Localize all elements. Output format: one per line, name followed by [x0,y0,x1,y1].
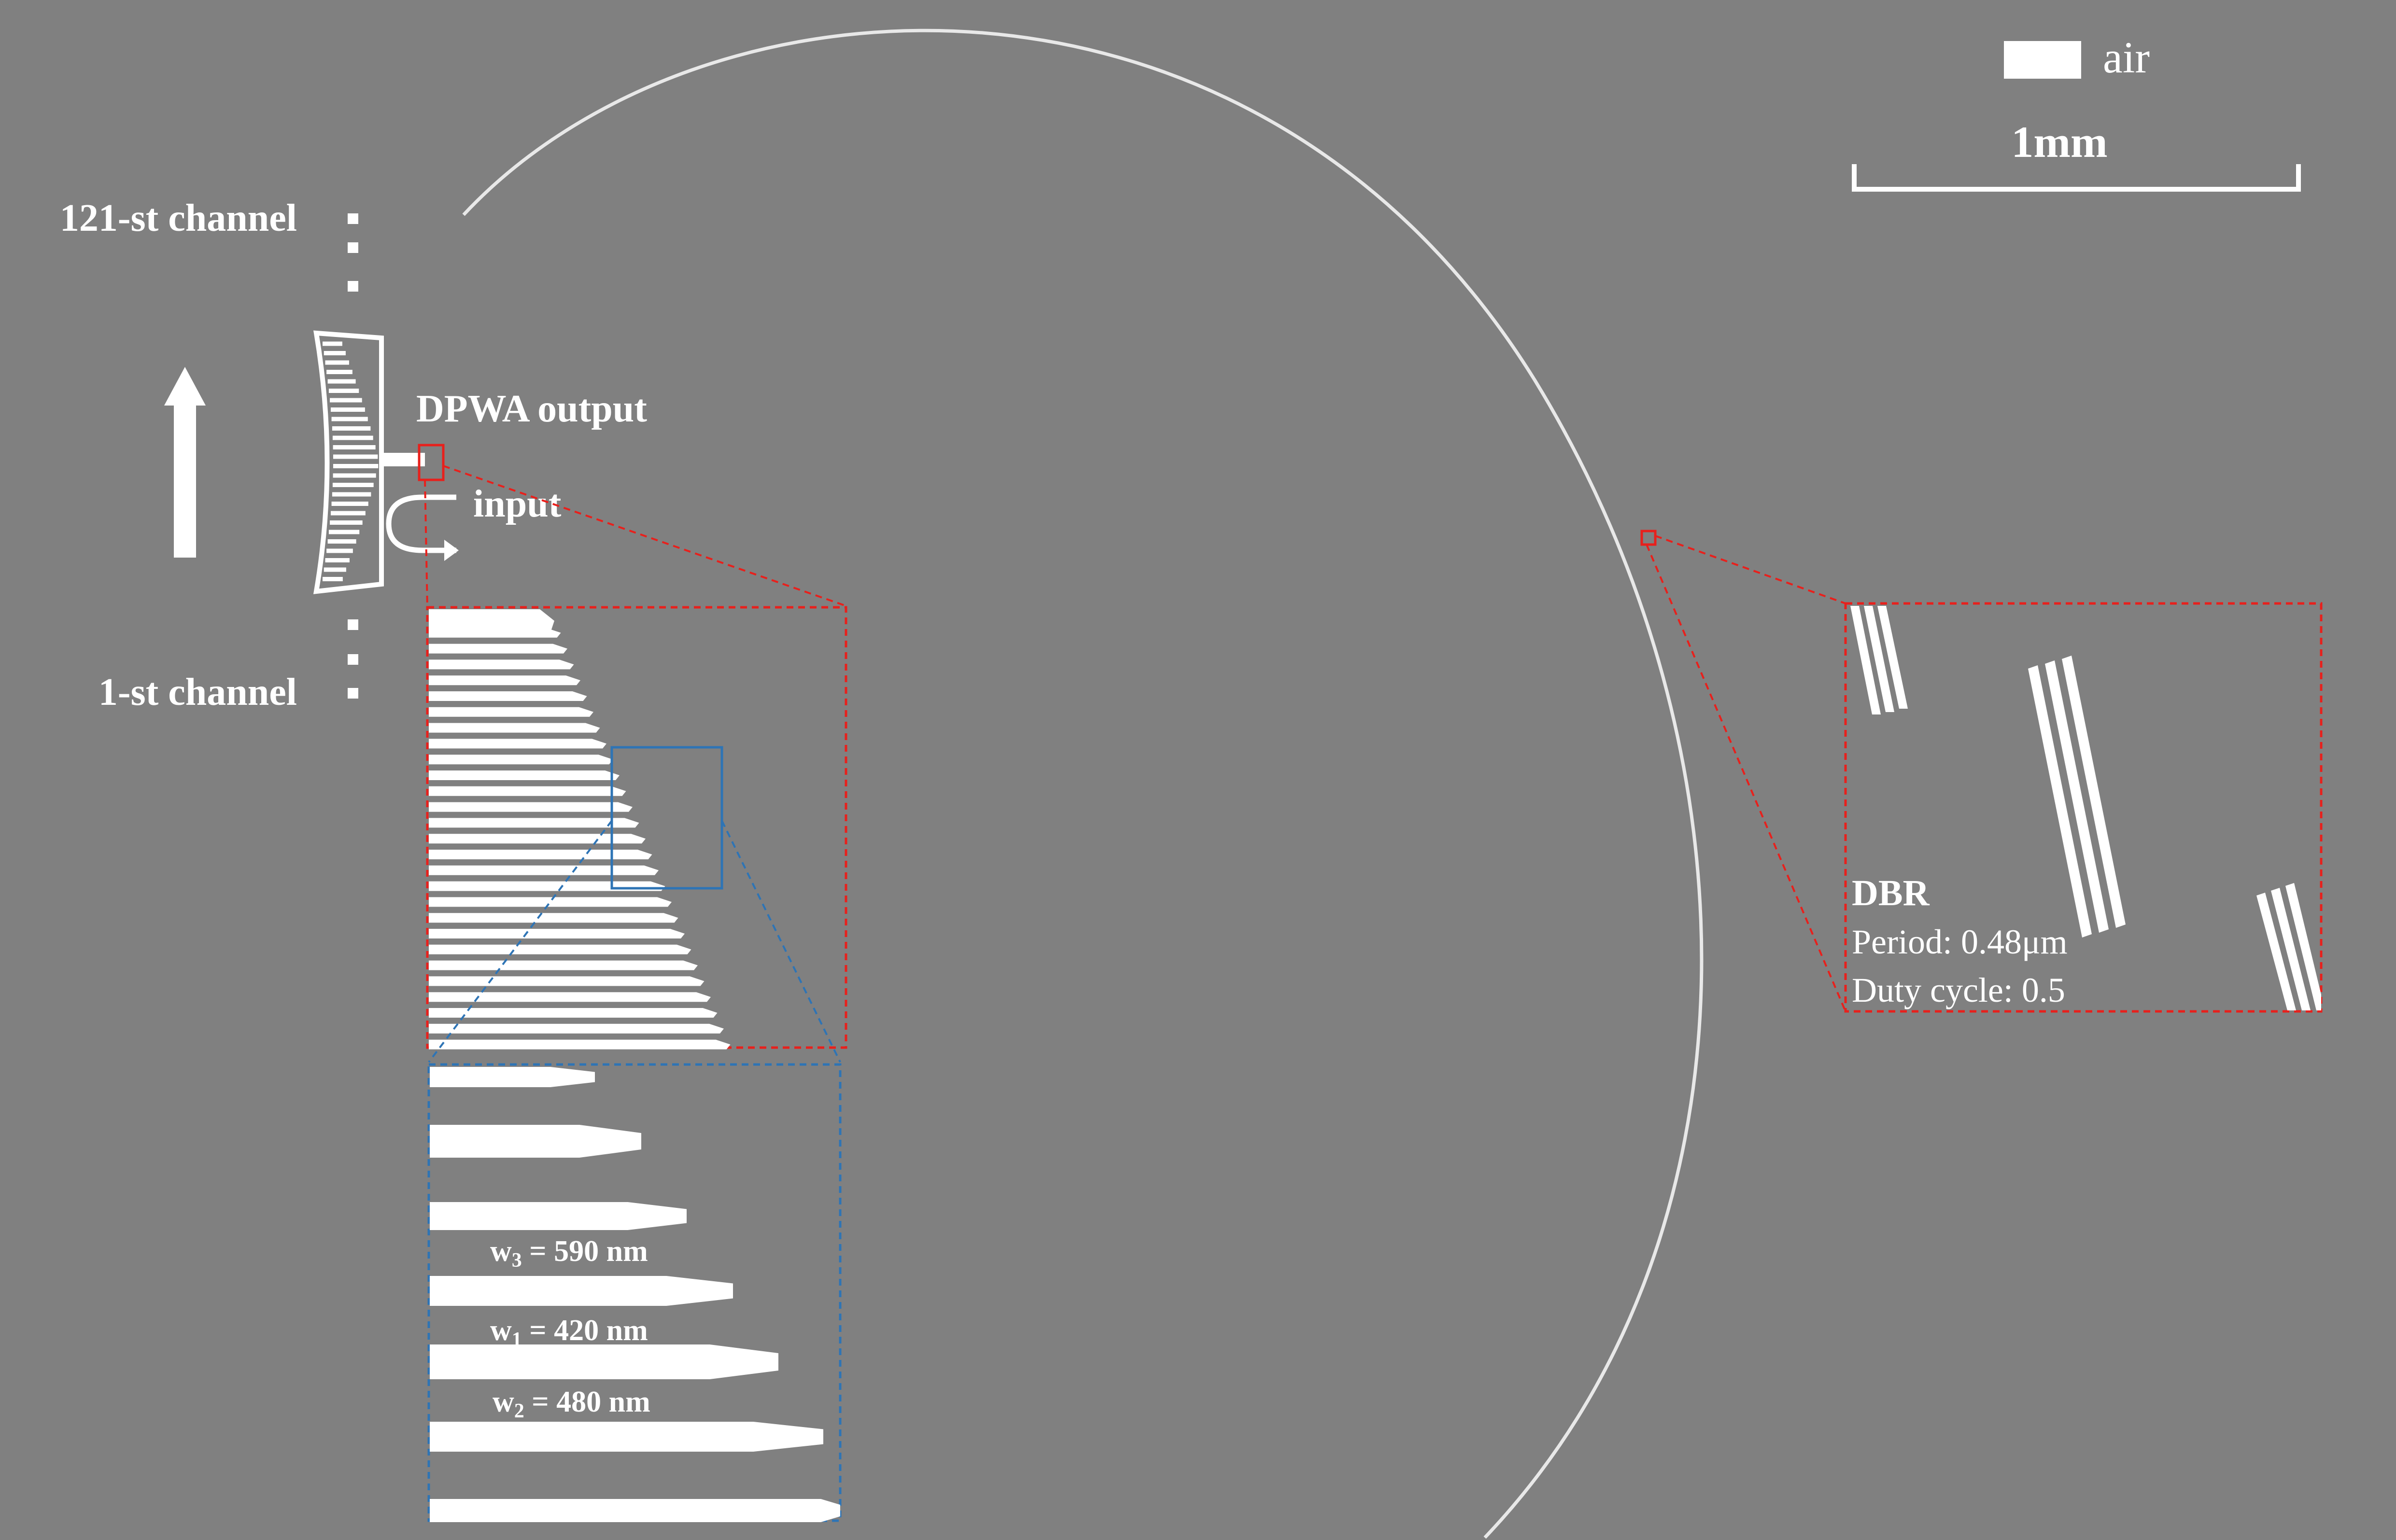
tapered-waveguide [429,960,698,970]
tapered-waveguide [429,818,639,828]
enlarged-taper [430,1125,641,1158]
dpwa-array-waveguides [323,341,379,581]
dbr-zoom-inset [1844,602,2323,1013]
dbr-duty-cycle: Duty cycle: 0.5 [1852,971,2065,1009]
taper-zoom-marker [610,746,723,890]
tapered-waveguide [429,707,593,717]
rowland-circle-arc [462,28,1704,1539]
zoom-connector-blue [721,820,841,1063]
inset-waveguide-tapers [429,609,731,1050]
tapered-waveguide [429,881,665,891]
tapered-waveguide [429,723,600,733]
zoom-connector-blue [428,820,613,1063]
channel-label-top: 121-st channel [60,197,297,239]
width-label-w3: w3 = 590 nm [490,1235,648,1272]
input-waveguide [386,494,456,553]
dpwa-array [313,330,459,594]
legend: air [2004,33,2150,82]
tapered-waveguide [429,675,580,686]
width-label-w1: w1 = 420 nm [490,1314,648,1351]
tapered-waveguide [429,865,659,875]
air-swatch [2004,41,2081,79]
tapered-waveguide [429,1008,718,1018]
tapered-waveguide [429,944,691,954]
zoom-connector-red [443,465,846,607]
enlarged-taper [430,1344,778,1379]
inset-taper-detail [430,1067,840,1522]
scale-bar-label: 1mm [2011,117,2107,167]
dbr-period: Period: 0.48μm [1852,923,2068,961]
tapered-waveguide [429,755,613,765]
zoom-connector-red [424,479,428,608]
dpwa-zoom-marker [418,444,445,481]
dbr-zoom-marker [1640,530,1657,546]
tapered-waveguide [429,1023,724,1034]
tapered-waveguide [429,834,646,844]
tapered-waveguide [429,1039,731,1050]
input-label: input [473,483,562,525]
enlarged-taper [430,1422,823,1452]
tapered-waveguide [429,770,620,780]
input-waveguide-tip [444,540,459,561]
scale-bar-line [1852,164,2301,192]
enlarged-taper [430,1276,733,1306]
tapered-waveguide [429,659,574,670]
zoom-connector-red [1646,544,1846,1012]
ellipsis-dots-bottom [348,619,358,699]
channel-label-bottom: 1-st channel [99,671,297,714]
enlarged-taper [430,1499,840,1522]
dpwa-output-taper [381,453,425,466]
air-label: air [2103,33,2150,82]
tapered-waveguide [429,976,705,986]
tapered-waveguide [429,850,652,859]
taper-zoom-inset [427,1063,842,1522]
tapered-waveguide [429,609,554,632]
dpwa-array-outline [313,330,384,594]
dbr-grating-stripes [1850,606,2321,1010]
tapered-waveguide [429,691,587,701]
enlarged-taper [430,1067,595,1087]
tapered-waveguide [429,913,678,923]
tapered-waveguide [429,802,633,812]
tapered-waveguide [429,628,561,638]
tapered-waveguide [429,897,672,907]
enlarged-taper [430,1202,687,1230]
tapered-waveguide [429,739,606,749]
tapered-waveguide [429,992,711,1002]
dbr-title: DBR [1852,873,1930,913]
scale-bar: 1mm [1852,117,2301,192]
dpwa-output-label: DPWA output [416,388,647,430]
zoom-connector-red [1655,535,1846,604]
width-label-w2: w2 = 480 nm [493,1386,650,1422]
tapered-waveguide [429,929,685,938]
ellipsis-dots-top [348,213,358,292]
up-arrow-icon [164,367,206,558]
tapered-waveguide [429,786,626,796]
tapered-waveguide [429,644,567,654]
